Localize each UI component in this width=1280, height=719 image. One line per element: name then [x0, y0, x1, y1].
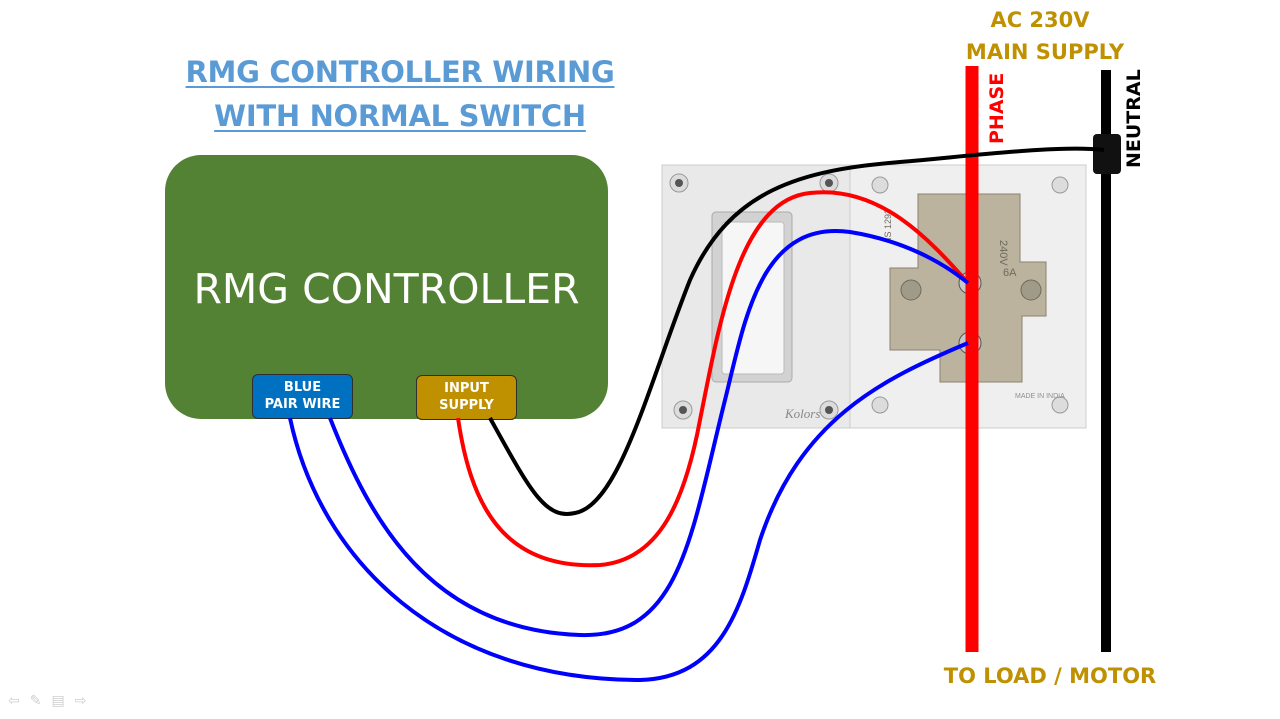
- socket-voltage-marking: 240V: [997, 240, 1009, 266]
- blue-pair-wire-2: [288, 341, 969, 683]
- socket-made-in-marking: MADE IN INDIA: [1015, 393, 1065, 400]
- screw-icon: [900, 279, 922, 301]
- arrow-left-icon[interactable]: ⇦: [8, 692, 30, 708]
- neutral-joint-connector: [1093, 134, 1121, 174]
- rmg-controller-box: [165, 155, 608, 419]
- blue-pair-label-line-1: BLUE: [283, 380, 322, 395]
- input-supply-label-line-1: INPUT: [444, 381, 489, 396]
- input-supply-port: INPUT SUPPLY: [416, 375, 517, 420]
- slide-nav-controls: ⇦✎▤⇨: [8, 692, 96, 709]
- rmg-controller-label: RMG CONTROLLER: [193, 265, 580, 313]
- phase-label: PHASE: [986, 72, 1008, 144]
- arrow-right-icon[interactable]: ⇨: [74, 692, 97, 708]
- menu-icon[interactable]: ▤: [51, 692, 75, 708]
- input-neutral-wire: [488, 146, 1105, 516]
- input-supply-label-line-2: SUPPLY: [439, 398, 494, 413]
- switch-brand-text: Kolors: [784, 406, 820, 421]
- blue-pair-wire-1: [328, 229, 970, 638]
- socket-iso-marking: IS 1293: [883, 209, 893, 240]
- input-phase-wire: [456, 190, 970, 568]
- pen-icon[interactable]: ✎: [29, 692, 52, 708]
- load-motor-label: TO LOAD / MOTOR: [943, 664, 1157, 688]
- blue-pair-label-line-2: PAIR WIRE: [264, 397, 341, 412]
- title-line-1: RMG CONTROLLER WIRING: [185, 55, 615, 89]
- blue-pair-wire-port: BLUE PAIR WIRE: [252, 374, 353, 419]
- main-supply-label: MAIN SUPPLY: [965, 40, 1125, 64]
- supply-voltage-label: AC 230V: [990, 8, 1090, 32]
- socket-amp-marking: 6A: [1003, 267, 1017, 279]
- neutral-label: NEUTRAL: [1123, 69, 1145, 168]
- title-line-2: WITH NORMAL SWITCH: [214, 99, 586, 133]
- switch-plate: Kolors: [661, 164, 853, 429]
- screw-icon: [1020, 279, 1042, 301]
